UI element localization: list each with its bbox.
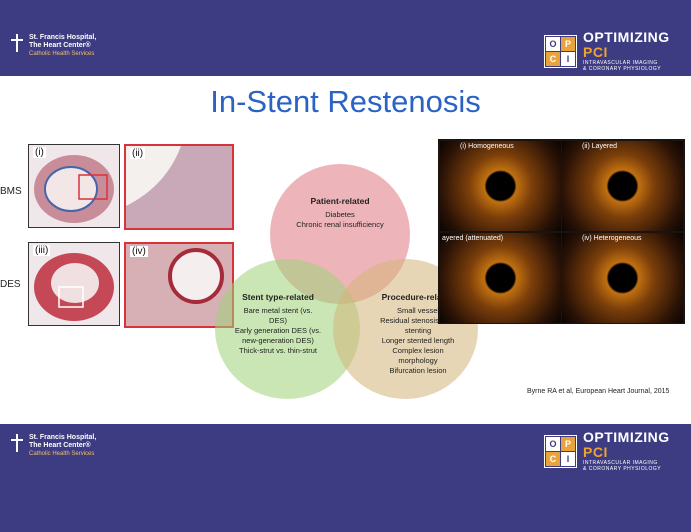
top-banner: St. Francis Hospital, The Heart Center® … [0, 0, 691, 76]
hospital-logo: St. Francis Hospital, The Heart Center® … [10, 34, 96, 58]
oct-image: (i) Homogeneous [440, 141, 561, 231]
panel-label: (ii) [130, 148, 146, 159]
program-tag-1: INTRAVASCULAR IMAGING [583, 60, 658, 66]
row-label-bms: BMS [0, 186, 22, 197]
logo-letter-i: I [561, 451, 575, 466]
patient-text: Patient-related Diabetes Chronic renal i… [296, 196, 384, 229]
program-title: OPTIMIZING PCI [583, 29, 670, 60]
hospital-sub: Catholic Health Services [29, 51, 95, 57]
procedure-text: Procedure-related Small vessel Residual … [380, 292, 456, 375]
program-tag-1: INTRAVASCULAR IMAGING [583, 460, 658, 466]
oct-image-grid: (i) Homogeneous (ii) Layered ayered (att… [438, 139, 685, 324]
oct-image: (iv) Heterogeneous [562, 233, 683, 323]
slide: In-Stent Restenosis BMS DES (i) (ii) (ii… [0, 76, 691, 424]
histology-panel-ii: (ii) [124, 144, 234, 230]
slide-title: In-Stent Restenosis [210, 84, 481, 119]
histology-panel-i: (i) [28, 144, 120, 228]
panel-label: (iv) [130, 246, 148, 257]
cross-icon [10, 434, 24, 452]
stent-text: Stent type-related Bare metal stent (vs.… [234, 292, 322, 355]
oct-image: (ii) Layered [562, 141, 683, 231]
logo-letter-p: P [561, 436, 575, 451]
risk-factor-venn: Patient-related Diabetes Chronic renal i… [215, 164, 480, 409]
opci-logo: O P C I OPTIMIZING PCI INTRAVASCULAR IMA… [544, 30, 691, 72]
logo-letter-c: C [546, 51, 560, 66]
opci-grid-icon: O P C I [544, 34, 577, 68]
hospital-logo: St. Francis Hospital, The Heart Center® … [10, 434, 96, 458]
logo-letter-i: I [561, 51, 575, 66]
panel-label: (i) [33, 147, 46, 158]
program-title: OPTIMIZING PCI [583, 429, 670, 460]
logo-letter-p: P [561, 36, 575, 51]
row-label-des: DES [0, 279, 21, 290]
panel-label: (iii) [33, 245, 51, 256]
oct-image: ayered (attenuated) [440, 233, 561, 323]
opci-logo: O P C I OPTIMIZING PCI INTRAVASCULAR IMA… [544, 430, 691, 472]
histology-image [126, 146, 232, 228]
program-tag-2: & CORONARY PHYSIOLOGY [583, 66, 662, 72]
citation: Byrne RA et al, European Heart Journal, … [527, 388, 670, 395]
logo-letter-o: O [546, 436, 560, 451]
hospital-name-2: The Heart Center® [29, 442, 91, 449]
logo-letter-c: C [546, 451, 560, 466]
hospital-sub: Catholic Health Services [29, 451, 95, 457]
histology-panel-iii: (iii) [28, 242, 120, 326]
histology-image [34, 253, 114, 321]
opci-grid-icon: O P C I [544, 434, 577, 468]
histology-image [126, 244, 232, 326]
logo-letter-o: O [546, 36, 560, 51]
program-tag-2: & CORONARY PHYSIOLOGY [583, 466, 662, 472]
cross-icon [10, 34, 24, 52]
hospital-name-2: The Heart Center® [29, 42, 91, 49]
bottom-banner: St. Francis Hospital, The Heart Center® … [0, 424, 691, 532]
hospital-name: St. Francis Hospital, [29, 434, 97, 441]
hospital-name: St. Francis Hospital, [29, 34, 97, 41]
histology-image [34, 155, 114, 223]
